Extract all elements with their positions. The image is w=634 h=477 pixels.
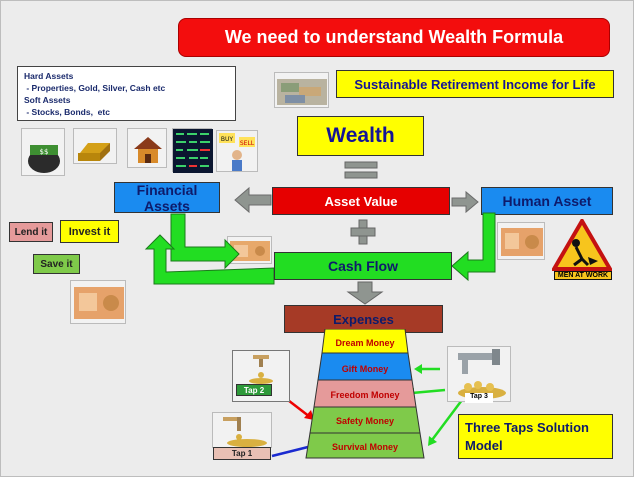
currency-notes-image-left [70, 280, 126, 324]
soft-assets-title: Soft Assets [24, 95, 71, 105]
buy-sign-text: BUY [221, 136, 234, 143]
invest-it-box: Invest it [60, 220, 119, 243]
tap3-label: Tap 3 [465, 393, 493, 403]
stock-ticker-image [172, 128, 213, 173]
tap1-label: Tap 1 [213, 447, 271, 460]
buy-sell-image: BUY SELL [216, 130, 258, 172]
left-arrow-icon [234, 186, 272, 214]
pyramid-label-freedom: Freedom Money [330, 390, 400, 400]
save-it-box: Save it [33, 254, 80, 274]
money-pile-image [274, 72, 329, 108]
lend-it-box: Lend it [9, 222, 53, 242]
money-pot-image: $$ [21, 128, 65, 176]
men-at-work-sign: MEN AT WORK [552, 219, 612, 285]
pyramid-label-dream: Dream Money [335, 338, 395, 348]
men-at-work-label: MEN AT WORK [554, 271, 612, 280]
pyramid-tier-survival [305, 432, 425, 459]
tap2-label: Tap 2 [236, 384, 272, 396]
pyramid-label-safety: Safety Money [335, 416, 395, 426]
pyramid-label-gift: Gift Money [341, 364, 389, 374]
money-pyramid [305, 329, 425, 459]
plus-icon [350, 219, 376, 245]
right-arrow-icon [451, 190, 479, 214]
solution-line-2: Model [465, 437, 503, 453]
gold-bars-image [73, 128, 117, 164]
hard-assets-items: - Properties, Gold, Silver, Cash etc [24, 83, 166, 93]
cash-flow-box: Cash Flow [274, 252, 452, 280]
currency-notes-image-right [497, 222, 545, 260]
svg-text:$$: $$ [40, 148, 49, 156]
financial-assets-box: Financial Assets [114, 182, 220, 214]
expenses-box: Expenses [284, 305, 443, 333]
tap3-image [447, 346, 511, 402]
house-image [127, 128, 167, 168]
assets-description-box: Hard Assets - Properties, Gold, Silver, … [17, 66, 236, 121]
page-title: We need to understand Wealth Formula [178, 18, 610, 57]
tap1-image [212, 412, 272, 448]
sell-sign-text: SELL [240, 140, 255, 147]
equals-icon [344, 161, 378, 179]
human-asset-box: Human Asset [481, 187, 613, 215]
solution-line-1: Three Taps Solution [465, 419, 589, 435]
pyramid-label-survival: Survival Money [331, 442, 399, 452]
soft-assets-items: - Stocks, Bonds, etc [24, 107, 110, 117]
three-taps-solution-box: Three Taps Solution Model [458, 414, 613, 459]
asset-value-box: Asset Value [272, 187, 450, 215]
retirement-income-label: Sustainable Retirement Income for Life [336, 70, 614, 98]
currency-notes-image [227, 236, 272, 264]
hard-assets-title: Hard Assets [24, 71, 74, 81]
wealth-box: Wealth [297, 116, 424, 156]
